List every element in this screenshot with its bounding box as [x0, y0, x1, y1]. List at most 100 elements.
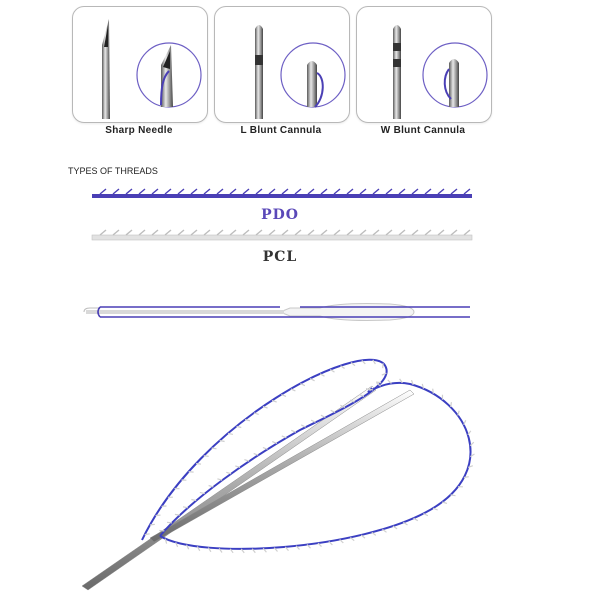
thread-barb — [450, 188, 458, 195]
thread-barb — [255, 229, 263, 236]
thread-barb — [203, 229, 211, 236]
thread-barb — [164, 538, 168, 544]
thread-barb — [423, 512, 429, 517]
w-blunt-cannula-label: W Blunt Cannula — [380, 125, 466, 136]
thread-barb — [319, 373, 325, 377]
thread-barb — [255, 188, 263, 195]
thread-barb — [328, 540, 333, 546]
thread-barb — [112, 188, 120, 195]
thread-barb — [242, 188, 250, 195]
thread-barb — [387, 379, 392, 384]
thread-barb — [284, 546, 289, 551]
thread-barb — [281, 229, 289, 236]
thread-barb — [421, 383, 425, 389]
thread-barb — [291, 429, 297, 433]
thread-barb — [262, 547, 267, 553]
thread-barb — [463, 188, 471, 195]
thread-barb — [306, 544, 311, 549]
thread-barb — [376, 382, 382, 387]
thread-barb — [182, 506, 189, 509]
thread-barb — [424, 229, 432, 236]
thread-barb — [463, 476, 469, 479]
thread-barb — [235, 465, 241, 468]
thread-barb — [367, 388, 374, 391]
thread-barb — [190, 229, 198, 236]
thread-barb — [469, 441, 475, 447]
thread-barb — [376, 381, 382, 384]
thread-barb — [251, 548, 256, 554]
thread-barb — [467, 430, 472, 436]
thread-barb — [281, 188, 289, 195]
thread-barb — [365, 387, 371, 392]
thread-barb — [219, 439, 225, 443]
thread-barb — [330, 409, 336, 414]
thread-barb — [207, 547, 212, 553]
thread-barb — [164, 188, 172, 195]
w-blunt-cannula-illustration — [393, 25, 488, 119]
thread-barb — [413, 517, 419, 522]
thread-barb — [398, 188, 406, 195]
thread-barb — [295, 545, 300, 550]
thread-barb — [442, 501, 448, 504]
thread-barb — [385, 229, 393, 236]
thread-barb — [307, 229, 315, 236]
thread-barb — [450, 494, 456, 497]
thread-barb — [236, 425, 242, 429]
sharp-needle-card — [72, 6, 208, 123]
loop-barbs — [144, 359, 475, 554]
thread-barb — [398, 229, 406, 236]
l-blunt-cannula-card — [214, 6, 350, 123]
thread-barb — [218, 548, 223, 553]
thread-barb — [437, 229, 445, 236]
thread-barb — [329, 368, 335, 373]
thread-barb — [350, 536, 355, 542]
thread-barb — [333, 229, 341, 236]
thread-barb — [112, 229, 120, 236]
thread-barb — [268, 188, 276, 195]
thread-barb — [175, 542, 179, 548]
l-blunt-cannula-label: L Blunt Cannula — [240, 125, 322, 136]
thread-barb — [253, 412, 259, 415]
thread-barb — [309, 377, 315, 382]
types-of-threads-heading: TYPES OF THREADS — [68, 166, 158, 176]
thread-barb — [432, 388, 434, 394]
thread-barb — [320, 414, 326, 419]
thread-barb — [203, 455, 209, 457]
thread-barb — [196, 546, 201, 552]
thread-barb — [244, 418, 251, 422]
thread-barb — [229, 548, 234, 554]
thread-barb — [372, 359, 376, 365]
thread-barb — [99, 229, 107, 236]
thread-barb — [244, 459, 250, 462]
thread-barb — [166, 521, 172, 524]
thread-barb — [226, 471, 232, 475]
thread-barb — [424, 188, 432, 195]
thread-barb — [216, 229, 224, 236]
thread-barb — [151, 188, 159, 195]
thread-barb — [385, 188, 393, 195]
thread-barb — [229, 229, 237, 236]
thread-barb — [177, 229, 185, 236]
thread-barb — [450, 229, 458, 236]
thread-barb — [340, 365, 345, 369]
thread-barb — [467, 465, 474, 468]
thread-barb — [349, 399, 355, 403]
thread-barb — [262, 446, 268, 450]
thread-barb — [271, 399, 277, 403]
thread-barb — [191, 498, 197, 502]
thread-barb — [99, 188, 107, 195]
thread-barb — [372, 188, 380, 195]
thread-barb — [399, 378, 403, 384]
thread-barb — [138, 188, 146, 195]
thread-barb — [294, 188, 302, 195]
thread-barb — [125, 188, 133, 195]
thread-barb — [392, 525, 398, 530]
thread-barb — [411, 229, 419, 236]
thread-barb — [320, 229, 328, 236]
thread-barb — [346, 229, 354, 236]
thread-barb — [432, 507, 438, 511]
thread-barb — [350, 362, 356, 367]
thread-barb — [203, 188, 211, 195]
thread-barb — [217, 478, 223, 481]
thread-barb — [174, 513, 180, 516]
